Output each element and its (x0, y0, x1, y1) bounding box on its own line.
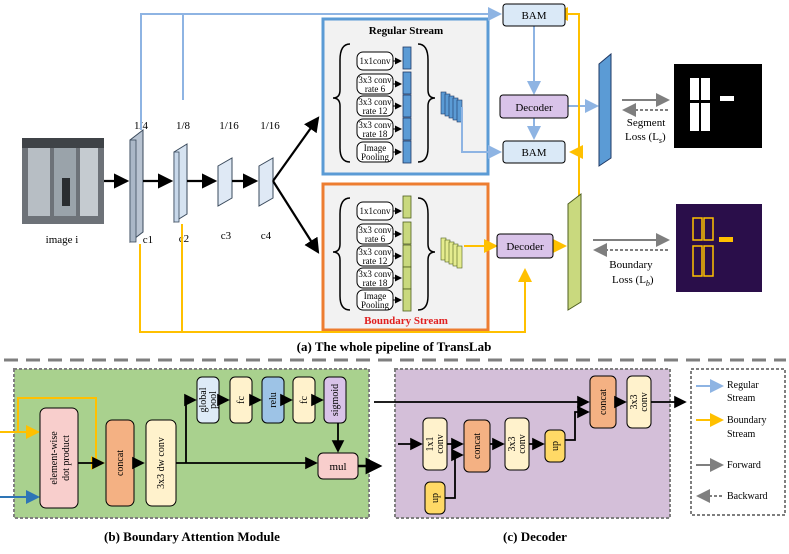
aspp-label: Image (364, 143, 387, 153)
sigmoid-block (323, 376, 347, 424)
aspp-label: rate 12 (363, 256, 388, 266)
segment-loss-line1: Segment (627, 117, 666, 129)
aspp-label: 3x3 conv (358, 97, 392, 107)
bam-label: BAM (521, 10, 546, 22)
aspp-label: 3x3 conv (358, 225, 392, 235)
legend-boundary-line2: Stream (727, 429, 756, 440)
aspp-label: Image (364, 291, 387, 301)
segment-loss-line2: Loss (Ls) (625, 131, 666, 145)
feature-label: c1 (143, 234, 153, 246)
conv3x3-line2: conv (639, 392, 650, 411)
regular-stream-title: Regular Stream (369, 25, 443, 37)
decoder-up-block (544, 429, 566, 463)
aspp-label: 3x3 conv (358, 269, 392, 279)
backbone-arrows (104, 116, 320, 254)
decoder-concat-label: concat (598, 389, 609, 415)
aspp-label: Pooling (361, 300, 390, 310)
regular-decoder (499, 94, 569, 119)
conv3x3-line2: conv (517, 434, 528, 453)
aspp-label: 3x3 conv (358, 120, 392, 130)
feature-label: c2 (179, 233, 189, 245)
input-label: image i (46, 234, 79, 246)
segment-output-map (598, 52, 612, 167)
boundary-aspp (332, 195, 463, 312)
segment-mask-image (674, 64, 762, 148)
scale-label: 1/8 (176, 120, 191, 132)
aspp-label: rate 18 (363, 129, 388, 139)
caption-a: (a) The whole pipeline of TransLab (297, 339, 492, 354)
fc-label: fc (299, 396, 310, 404)
aspp-label: 1x1conv (360, 206, 391, 216)
legend-forward-label: Forward (727, 460, 761, 471)
bam-label: BAM (521, 147, 546, 159)
global-pool-line1: global (198, 387, 209, 412)
dw-conv-label: 3x3 dw conv (156, 437, 167, 489)
conv3x3-line1: 3x3 (629, 395, 640, 410)
aspp-label: rate 6 (365, 234, 386, 244)
legend-backward-label: Backward (727, 491, 768, 502)
aspp-label: rate 18 (363, 278, 388, 288)
aspp-label: 1x1conv (360, 56, 391, 66)
conv1x1-line1: 1x1 (425, 437, 436, 452)
decoder-arrows (374, 395, 687, 499)
input-image (22, 138, 104, 224)
aspp-label: 3x3 conv (358, 75, 392, 85)
aspp-label: 3x3 conv (358, 247, 392, 257)
decoder-concat-label: concat (472, 433, 483, 459)
scale-label: 1/16 (260, 120, 280, 132)
decoder-label: Decoder (506, 241, 544, 253)
aspp-label: Pooling (361, 152, 390, 162)
backbone (129, 128, 274, 244)
caption-b: (b) Boundary Attention Module (104, 529, 280, 544)
bam-block-bottom (502, 140, 566, 164)
scale-label: 1/16 (219, 120, 239, 132)
caption-c: (c) Decoder (503, 529, 567, 544)
decoder-up-label: up (550, 441, 561, 451)
conv3x3-line1: 3x3 (507, 437, 518, 452)
boundary-decoder (496, 233, 554, 259)
conv1x1-line2: conv (435, 434, 446, 453)
legend-boundary-line1: Boundary (727, 415, 766, 426)
relu-label: relu (268, 392, 279, 408)
aspp-label: rate 12 (363, 106, 388, 116)
regular-stream-links (140, 7, 599, 159)
decoder-concat-block (463, 419, 491, 473)
sigmoid-label: sigmoid (330, 384, 341, 416)
feature-label: c3 (221, 230, 232, 242)
feature-label: c4 (261, 230, 272, 242)
regular-aspp (332, 43, 463, 164)
legend-regular-line1: Regular (727, 380, 759, 391)
bam-arrows (78, 393, 383, 475)
dot-product-line2: dot product (61, 435, 72, 481)
element-wise-dot-product-block (39, 407, 79, 509)
legend-regular-line2: Stream (727, 393, 756, 404)
bam-block-top (502, 3, 566, 27)
mul-label: mul (329, 461, 346, 473)
aspp-label: rate 6 (365, 84, 386, 94)
boundary-loss-line1: Boundary (609, 259, 653, 271)
global-pool-line2: pool (208, 391, 219, 409)
boundary-loss-line2: Loss (Lb) (612, 274, 654, 288)
dot-product-line1: element-wise (49, 431, 60, 485)
bam-concat-label: concat (115, 450, 126, 476)
boundary-stream-title: Boundary Stream (364, 315, 448, 327)
fc-label: fc (236, 396, 247, 404)
boundary-mask-image (676, 204, 762, 292)
decoder-up-label: up (430, 493, 441, 503)
decoder-label: Decoder (515, 102, 553, 114)
boundary-output-map (567, 192, 582, 311)
